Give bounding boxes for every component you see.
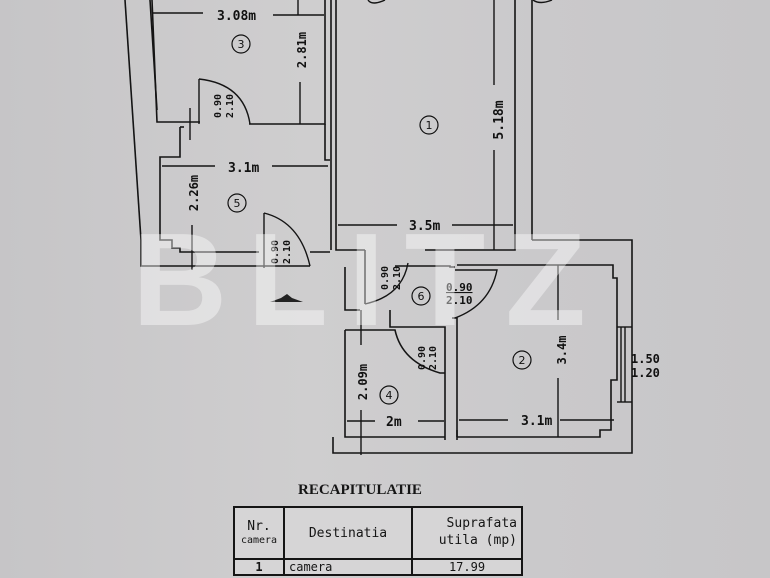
room-2-number: 2	[519, 354, 526, 367]
header-nr: Nr. camera	[233, 506, 285, 560]
window-height: 1.20	[631, 366, 660, 380]
row-area: 17.99	[411, 558, 523, 576]
room-4-length: 2.09m	[356, 364, 370, 400]
recap-title: RECAPITULATIE	[298, 482, 422, 498]
room-5-length: 2.26m	[187, 175, 201, 211]
door-3-height: 2.10	[392, 266, 403, 290]
header-nr-label: Nr.	[247, 519, 271, 534]
row-nr: 1	[233, 558, 285, 576]
door-2-height: 2.10	[282, 240, 293, 264]
header-destination: Destinatia	[283, 506, 413, 560]
window-symbol	[617, 326, 632, 403]
door-1-height: 2.10	[225, 94, 236, 118]
room-2-length: 3.4m	[555, 336, 569, 365]
outer-wall-left	[124, 0, 142, 241]
room-3-width: 3.08m	[217, 9, 256, 24]
room-6: 0.90 2.10 6 0.90 2.10	[344, 250, 498, 440]
header-area-line1: Suprafata	[446, 516, 517, 532]
window-width: 1.50	[631, 352, 660, 366]
entrance-symbol-icon	[270, 294, 303, 302]
watermark: BLITZ	[132, 206, 606, 353]
recap-header-row: Nr. camera Destinatia Suprafata utila (m…	[233, 506, 523, 560]
door-1-width: 0.90	[213, 94, 224, 118]
door-2-width: 0.90	[270, 240, 281, 264]
door-3-width: 0.90	[380, 266, 391, 290]
room-4-width: 2m	[386, 415, 402, 430]
door-4-height: 2.10	[446, 294, 473, 307]
recap-table: Nr. camera Destinatia Suprafata utila (m…	[233, 506, 523, 576]
room-5-number: 5	[234, 197, 241, 210]
table-row: 1 camera 17.99	[233, 558, 523, 576]
room-5: 3.1m 2.26m 5 0.90 2.10	[159, 124, 330, 302]
room-5-width: 3.1m	[228, 161, 259, 176]
room-1-number: 1	[426, 119, 433, 132]
room-4: 0.90 2.10 2.09m 2m 4	[344, 310, 445, 455]
door-5-height: 2.10	[428, 346, 439, 370]
room-3-length: 2.81m	[295, 32, 309, 68]
room-2: 3.4m 3.1m 2 1.50 1.20	[332, 239, 660, 454]
room-1: 5.18m 3.5m 1	[335, 0, 553, 251]
header-area-line2: utila (mp)	[438, 533, 517, 548]
room-6-number: 6	[418, 290, 425, 303]
header-nr-sub: camera	[240, 535, 278, 546]
room-1-width: 3.5m	[409, 219, 440, 234]
door-4-width: 0.90	[446, 281, 473, 294]
header-area: Suprafata utila (mp)	[411, 506, 523, 560]
row-destination: camera	[283, 558, 413, 576]
room-2-width: 3.1m	[521, 414, 552, 429]
room-1-length: 5.18m	[492, 100, 507, 139]
room-3-number: 3	[238, 38, 245, 51]
outer-wall-bottom-left	[140, 240, 310, 267]
door-5-width: 0.90	[417, 346, 428, 370]
room-4-number: 4	[386, 389, 393, 402]
